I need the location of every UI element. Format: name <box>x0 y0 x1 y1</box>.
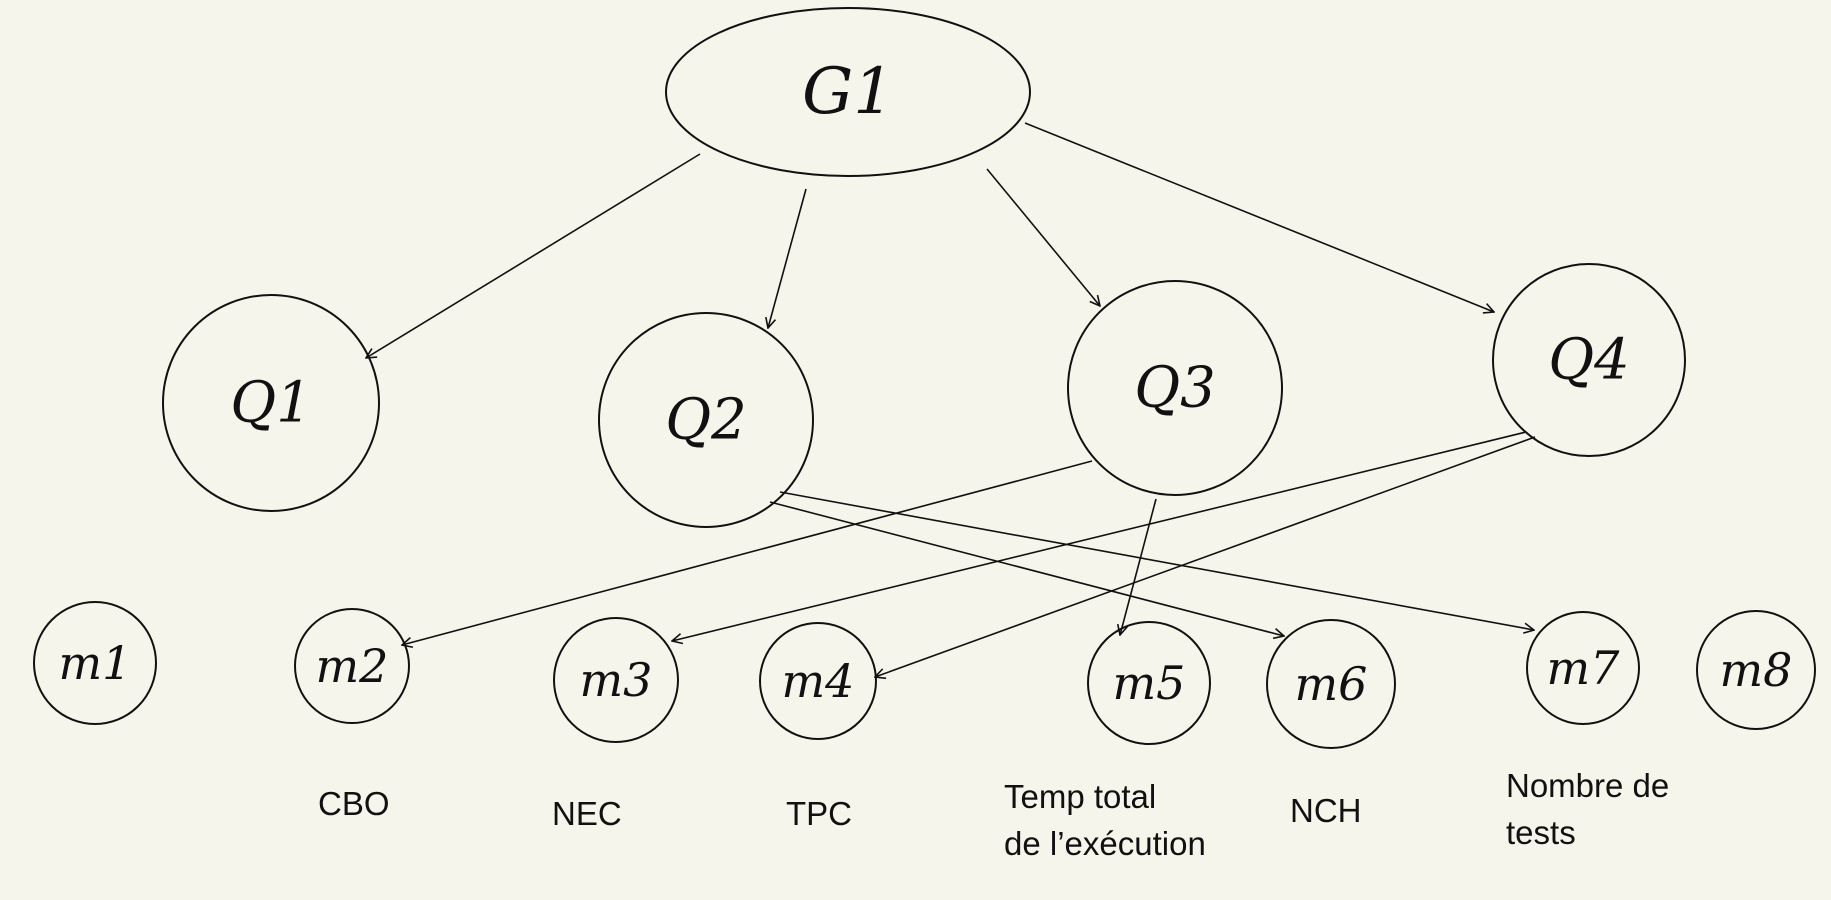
caption-m2: CBO <box>318 780 390 827</box>
node-q3-outline <box>1067 280 1283 496</box>
caption-m3-text: NEC <box>552 795 622 832</box>
edge-g1-to-q4 <box>1024 122 1494 312</box>
node-m2: m2 <box>294 608 410 724</box>
caption-m7-line1: Nombre de <box>1506 767 1670 804</box>
caption-m7: Nombre de tests <box>1506 762 1669 856</box>
caption-m4: TPC <box>786 790 852 837</box>
caption-m6-text: NCH <box>1290 792 1362 829</box>
node-q1-outline <box>162 294 380 512</box>
caption-m3: NEC <box>552 790 622 837</box>
edge-q2-to-m6 <box>769 501 1284 636</box>
node-m2-label: m2 <box>316 639 389 693</box>
caption-m7-line2: tests <box>1506 814 1576 851</box>
node-q1: Q1 <box>162 294 380 512</box>
node-m8-outline <box>1696 610 1816 730</box>
node-q2: Q2 <box>598 312 814 528</box>
node-q2-label: Q2 <box>665 388 747 453</box>
node-m5-outline <box>1087 621 1211 745</box>
edges-layer <box>366 122 1536 677</box>
node-q3: Q3 <box>1067 280 1283 496</box>
node-q4: Q4 <box>1492 263 1686 457</box>
node-m6: m6 <box>1266 619 1396 749</box>
node-q2-outline <box>598 312 814 528</box>
node-m5-label: m5 <box>1113 656 1186 710</box>
node-m1-label: m1 <box>59 636 132 690</box>
node-q4-outline <box>1492 263 1686 457</box>
node-m8-label: m8 <box>1720 643 1793 697</box>
node-m6-label: m6 <box>1295 657 1368 711</box>
node-m1: m1 <box>33 601 157 725</box>
edge-q2-to-m7 <box>779 491 1534 630</box>
edge-q3-to-m2 <box>402 460 1093 645</box>
caption-m5-line1: Temp total <box>1004 778 1157 815</box>
node-m6-outline <box>1266 619 1396 749</box>
caption-m6: NCH <box>1290 787 1362 834</box>
caption-m2-text: CBO <box>318 785 390 822</box>
edge-g1-to-q2 <box>768 188 807 328</box>
node-m5: m5 <box>1087 621 1211 745</box>
node-q1-label: Q1 <box>230 371 312 436</box>
node-m4: m4 <box>759 622 877 740</box>
node-m3: m3 <box>553 617 679 743</box>
node-m2-outline <box>294 608 410 724</box>
node-m8: m8 <box>1696 610 1816 730</box>
node-m3-label: m3 <box>580 653 653 707</box>
node-m1-outline <box>33 601 157 725</box>
node-m4-outline <box>759 622 877 740</box>
edge-g1-to-q3 <box>986 168 1100 306</box>
caption-m5-line2: de l’exécution <box>1004 825 1206 862</box>
edge-q4-to-m4 <box>875 436 1536 677</box>
node-m4-label: m4 <box>782 654 855 708</box>
edge-q4-to-m3 <box>672 431 1527 641</box>
caption-m4-text: TPC <box>786 795 852 832</box>
edge-g1-to-q1 <box>366 153 701 358</box>
node-g1: G1 <box>665 7 1031 177</box>
edge-q3-to-m5 <box>1120 498 1157 635</box>
node-m3-outline <box>553 617 679 743</box>
caption-m5: Temp total de l’exécution <box>1004 773 1206 867</box>
node-m7-label: m7 <box>1547 641 1621 695</box>
node-q3-label: Q3 <box>1134 356 1216 421</box>
node-g1-label: G1 <box>802 55 894 129</box>
node-m7-outline <box>1526 611 1640 725</box>
node-m7: m7 <box>1526 611 1640 725</box>
node-q4-label: Q4 <box>1548 328 1630 393</box>
node-g1-outline <box>665 7 1031 177</box>
